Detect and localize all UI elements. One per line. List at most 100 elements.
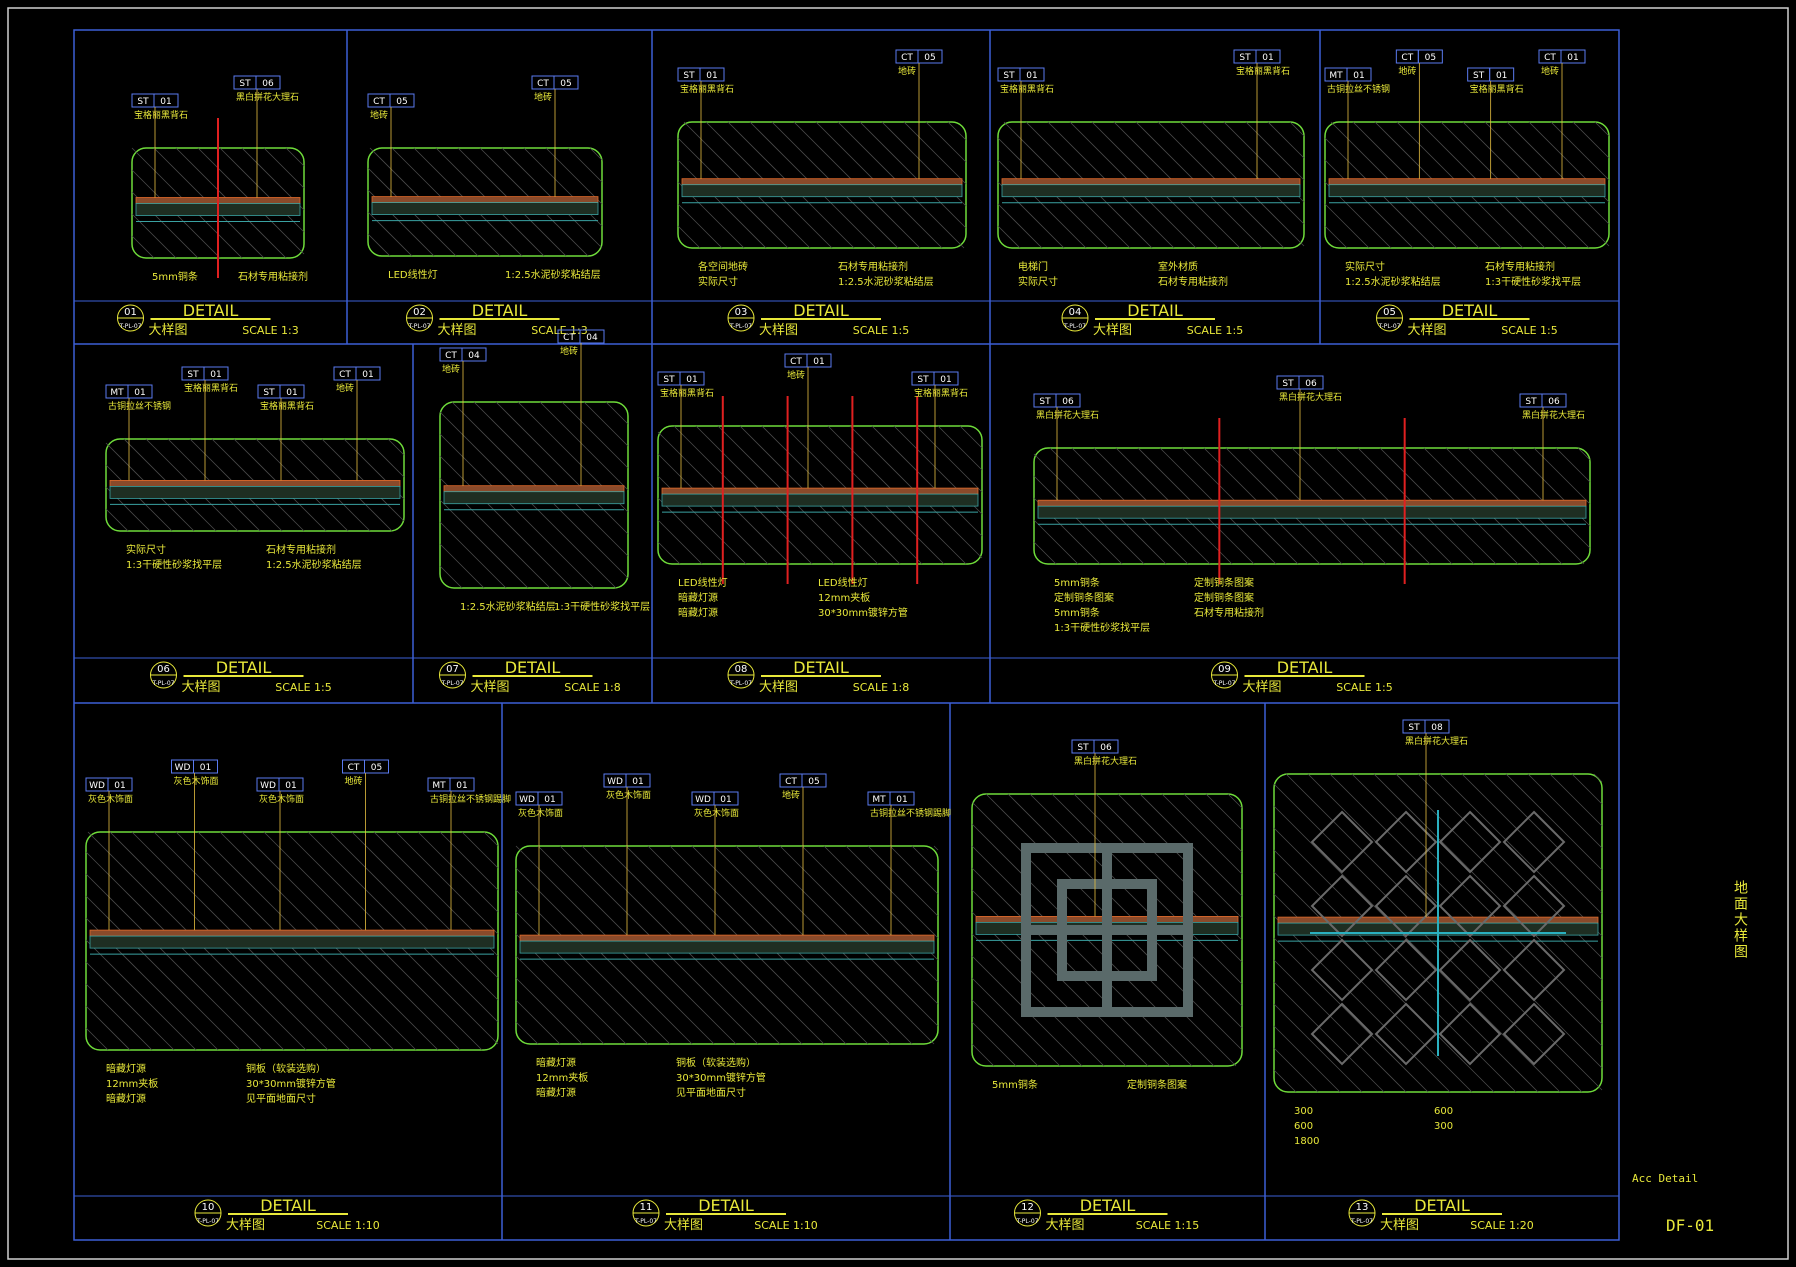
tag-code: ST bbox=[239, 79, 251, 89]
tag-code: ST bbox=[263, 388, 275, 398]
detail-ref: T-PL-07 bbox=[408, 323, 431, 330]
plan-pattern bbox=[1310, 810, 1566, 1066]
note-text: 1:3干硬性砂浆找平层 bbox=[1054, 621, 1150, 634]
detail-outline bbox=[1273, 773, 1603, 1093]
tag-code: ST bbox=[663, 375, 675, 385]
note-text: 12mm夹板 bbox=[536, 1071, 588, 1084]
tag-code: WD bbox=[175, 763, 191, 773]
tag-id: 01 bbox=[632, 777, 643, 787]
note-text: 铜板（软装选购） bbox=[246, 1062, 326, 1075]
detail-number: 09 bbox=[1218, 664, 1231, 675]
tag-id: 01 bbox=[456, 781, 467, 791]
detail-ref: T-PL-07 bbox=[1063, 323, 1086, 330]
tag-id-box bbox=[1255, 49, 1281, 64]
tag-id-box bbox=[153, 93, 179, 108]
tag-id: 01 bbox=[1026, 71, 1037, 81]
detail-title: DETAIL bbox=[698, 1196, 754, 1215]
note-text: 暗藏灯源 bbox=[536, 1086, 576, 1099]
note-text: 1:2.5水泥砂浆粘结层 bbox=[1345, 275, 1441, 288]
tag-id-box bbox=[917, 49, 943, 64]
detail-ref: T-PL-07 bbox=[441, 680, 464, 687]
finish-layer bbox=[661, 487, 979, 495]
detail-number: 13 bbox=[1356, 1202, 1369, 1213]
detail-title: DETAIL bbox=[1442, 301, 1498, 320]
tag-id: 01 bbox=[1262, 53, 1273, 63]
tag-id: 01 bbox=[940, 375, 951, 385]
tag-id: 01 bbox=[134, 388, 145, 398]
note-text: 1:2.5水泥砂浆粘结层 bbox=[266, 558, 362, 571]
tag-id: 05 bbox=[808, 777, 819, 787]
tag-code: WD bbox=[89, 781, 105, 791]
tag-label: 黑白拼花大理石 bbox=[1522, 409, 1585, 421]
detail-cn-title: 大样图 bbox=[226, 1218, 265, 1233]
finish-layer bbox=[443, 485, 625, 493]
tag-label: 古铜拉丝不锈钢 bbox=[1327, 83, 1390, 95]
tag-code: ST bbox=[187, 370, 199, 380]
tag-code: MT bbox=[432, 781, 446, 791]
tag-label: 古铜拉丝不锈钢踢脚 bbox=[870, 807, 951, 819]
detail-cn-title: 大样图 bbox=[664, 1218, 703, 1233]
detail-ref: T-PL-07 bbox=[119, 323, 142, 330]
finish-layer bbox=[681, 178, 963, 186]
mortar-layer bbox=[1328, 184, 1606, 198]
tag-id-box bbox=[461, 347, 487, 362]
detail-ref: T-PL-07 bbox=[1213, 680, 1236, 687]
tag-id-box bbox=[107, 777, 133, 792]
detail-scale: SCALE 1:3 bbox=[242, 324, 298, 337]
detail-ref: T-PL-07 bbox=[152, 680, 175, 687]
detail-cn-title: 大样图 bbox=[1380, 1218, 1419, 1233]
note-text: 实际尺寸 bbox=[698, 275, 738, 288]
plan-pattern bbox=[1021, 843, 1193, 1017]
tag-id: 06 bbox=[1062, 397, 1074, 407]
tag-id: 06 bbox=[262, 79, 274, 89]
tag-code: ST bbox=[917, 375, 929, 385]
tag-code: WD bbox=[695, 795, 711, 805]
note-text: 定制铜条图案 bbox=[1194, 576, 1254, 589]
tag-id-box bbox=[1298, 375, 1324, 390]
tag-id-box bbox=[449, 777, 475, 792]
detail-title: DETAIL bbox=[183, 301, 239, 320]
tag-label: 黑白拼花大理石 bbox=[1279, 391, 1342, 403]
tag-id-box bbox=[537, 791, 563, 806]
tag-label: 地砖 bbox=[898, 65, 916, 77]
detail-number: 02 bbox=[413, 307, 426, 318]
tag-id: 01 bbox=[896, 795, 907, 805]
tag-label: 灰色木饰面 bbox=[174, 775, 219, 787]
tag-id: 01 bbox=[114, 781, 125, 791]
tag-id: 01 bbox=[544, 795, 555, 805]
detail-outline bbox=[439, 401, 629, 589]
sheet-side-title: 地面大样图 bbox=[1732, 880, 1748, 960]
note-text: 定制铜条图案 bbox=[1127, 1078, 1187, 1091]
detail-outline bbox=[105, 438, 405, 532]
tag-id: 05 bbox=[371, 763, 382, 773]
detail-number: 01 bbox=[124, 307, 137, 318]
tag-label: 宝格丽黑背石 bbox=[184, 382, 238, 394]
detail-scale: SCALE 1:5 bbox=[275, 681, 331, 694]
finish-layer bbox=[371, 196, 599, 204]
tag-id-box bbox=[933, 371, 959, 386]
detail-cn-title: 大样图 bbox=[759, 680, 798, 695]
detail-title: DETAIL bbox=[1277, 658, 1333, 677]
tag-code: WD bbox=[519, 795, 535, 805]
tag-id-box bbox=[255, 75, 281, 90]
tag-label: 宝格丽黑背石 bbox=[1470, 83, 1524, 95]
note-text: 600 bbox=[1434, 1106, 1453, 1117]
tag-id-box bbox=[1019, 67, 1045, 82]
